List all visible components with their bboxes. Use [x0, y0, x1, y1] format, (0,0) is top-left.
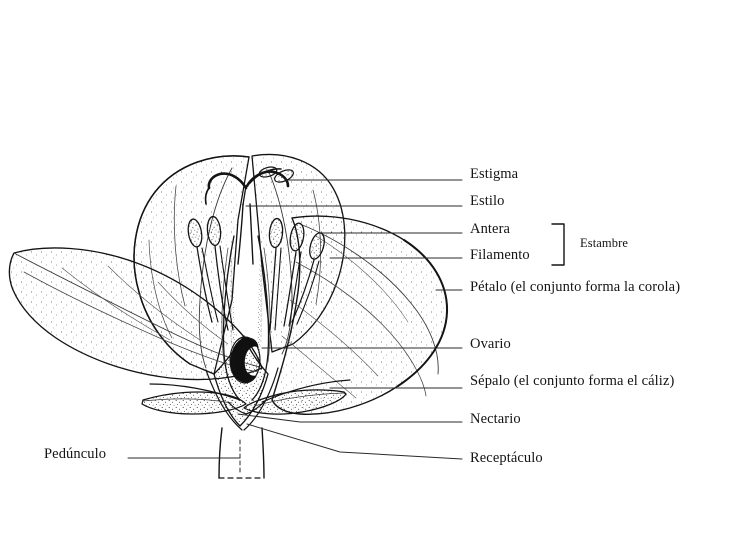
label-filamento: Filamento: [470, 247, 530, 263]
leader-lines: [127, 179, 463, 475]
nectary: [227, 401, 265, 415]
label-ovario: Ovario: [470, 336, 511, 352]
label-receptaculo: Receptáculo: [470, 450, 543, 466]
stamen-right-1: [268, 217, 284, 331]
label-petalo: Pétalo (el conjunto forma la corola): [470, 279, 681, 295]
stamen-right-2: [283, 222, 305, 327]
label-nectario: Nectario: [470, 411, 521, 427]
estambre-bracket: [551, 223, 565, 266]
leader-receptaculo: [246, 423, 463, 460]
stamen-left-1: [187, 218, 219, 323]
label-estambre: Estambre: [580, 236, 629, 250]
label-estigma: Estigma: [470, 166, 519, 182]
label-pedunculo: Pedúnculo: [44, 446, 107, 462]
sepal-left: [141, 383, 247, 415]
flower-drawing: [8, 153, 565, 479]
pistil-body: [221, 235, 271, 401]
label-estilo: Estilo: [470, 193, 505, 209]
stamen-left-2: [206, 215, 234, 331]
stigma: [204, 166, 294, 205]
label-antera: Antera: [470, 221, 511, 237]
peduncle: [218, 427, 265, 479]
sepal-right: [243, 379, 351, 415]
stamen-right-3: [291, 232, 325, 325]
leader-nectario: [237, 413, 463, 423]
label-sepalo: Sépalo (el conjunto forma el cáliz): [470, 373, 675, 389]
